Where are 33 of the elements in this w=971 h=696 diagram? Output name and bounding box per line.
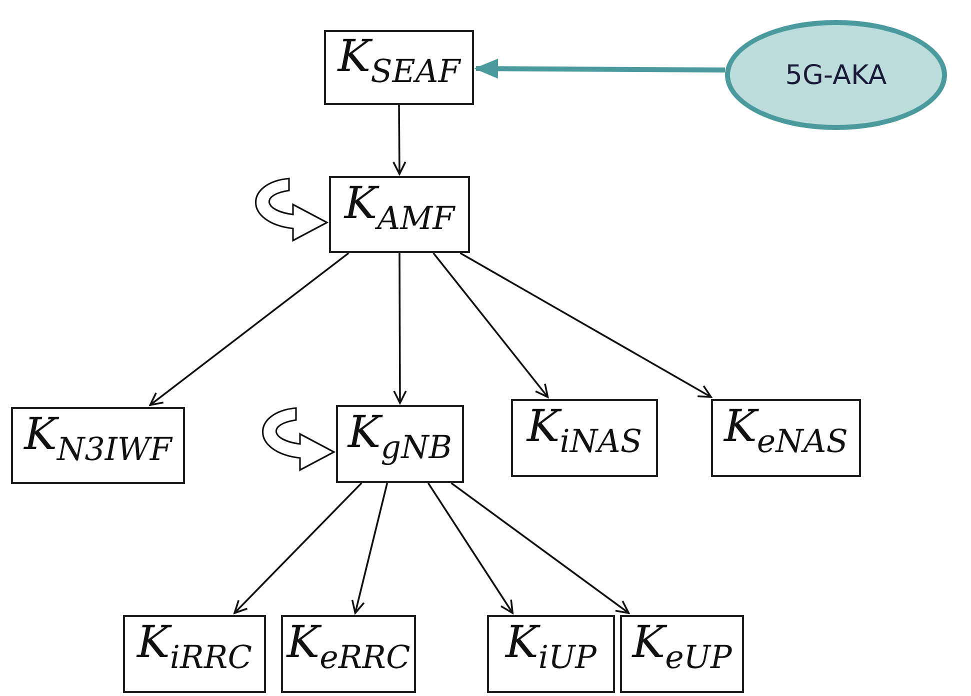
key-label: K$_{eNAS}$ bbox=[724, 405, 848, 459]
key-label: K$_{gNB}$ bbox=[348, 411, 452, 465]
key-label: K$_{AMF}$ bbox=[344, 182, 455, 236]
key-label: K$_{N3IWF}$ bbox=[24, 412, 172, 466]
arrow bbox=[474, 58, 726, 79]
key-box bbox=[281, 615, 416, 693]
key-label: K$_{iRRC}$ bbox=[137, 621, 252, 675]
key-box bbox=[329, 176, 470, 253]
arrow bbox=[149, 252, 350, 406]
key-label: K$_{eUP}$ bbox=[632, 621, 732, 675]
arrow bbox=[392, 105, 406, 175]
arrow bbox=[450, 482, 630, 614]
key-box bbox=[711, 399, 861, 477]
arrow bbox=[234, 482, 362, 614]
method-label: 5G-AKA bbox=[785, 60, 887, 90]
arrow bbox=[351, 482, 388, 614]
arrow bbox=[460, 252, 712, 398]
key-label: K$_{iNAS}$ bbox=[526, 405, 642, 459]
arrow bbox=[432, 252, 549, 398]
key-box bbox=[324, 30, 474, 105]
loop-arrow bbox=[262, 407, 335, 471]
key-label: K$_{iUP}$ bbox=[505, 621, 596, 675]
key-box bbox=[336, 405, 464, 483]
key-label: K$_{eRRC}$ bbox=[286, 621, 410, 675]
loop-arrow bbox=[254, 178, 328, 242]
key-box bbox=[620, 615, 744, 693]
key-box bbox=[487, 615, 615, 693]
arrow bbox=[393, 253, 407, 404]
key-label: K$_{SEAF}$ bbox=[338, 34, 460, 88]
key-box bbox=[123, 615, 266, 693]
key-box bbox=[511, 399, 658, 477]
arrow bbox=[427, 482, 514, 614]
key-box bbox=[11, 407, 185, 484]
